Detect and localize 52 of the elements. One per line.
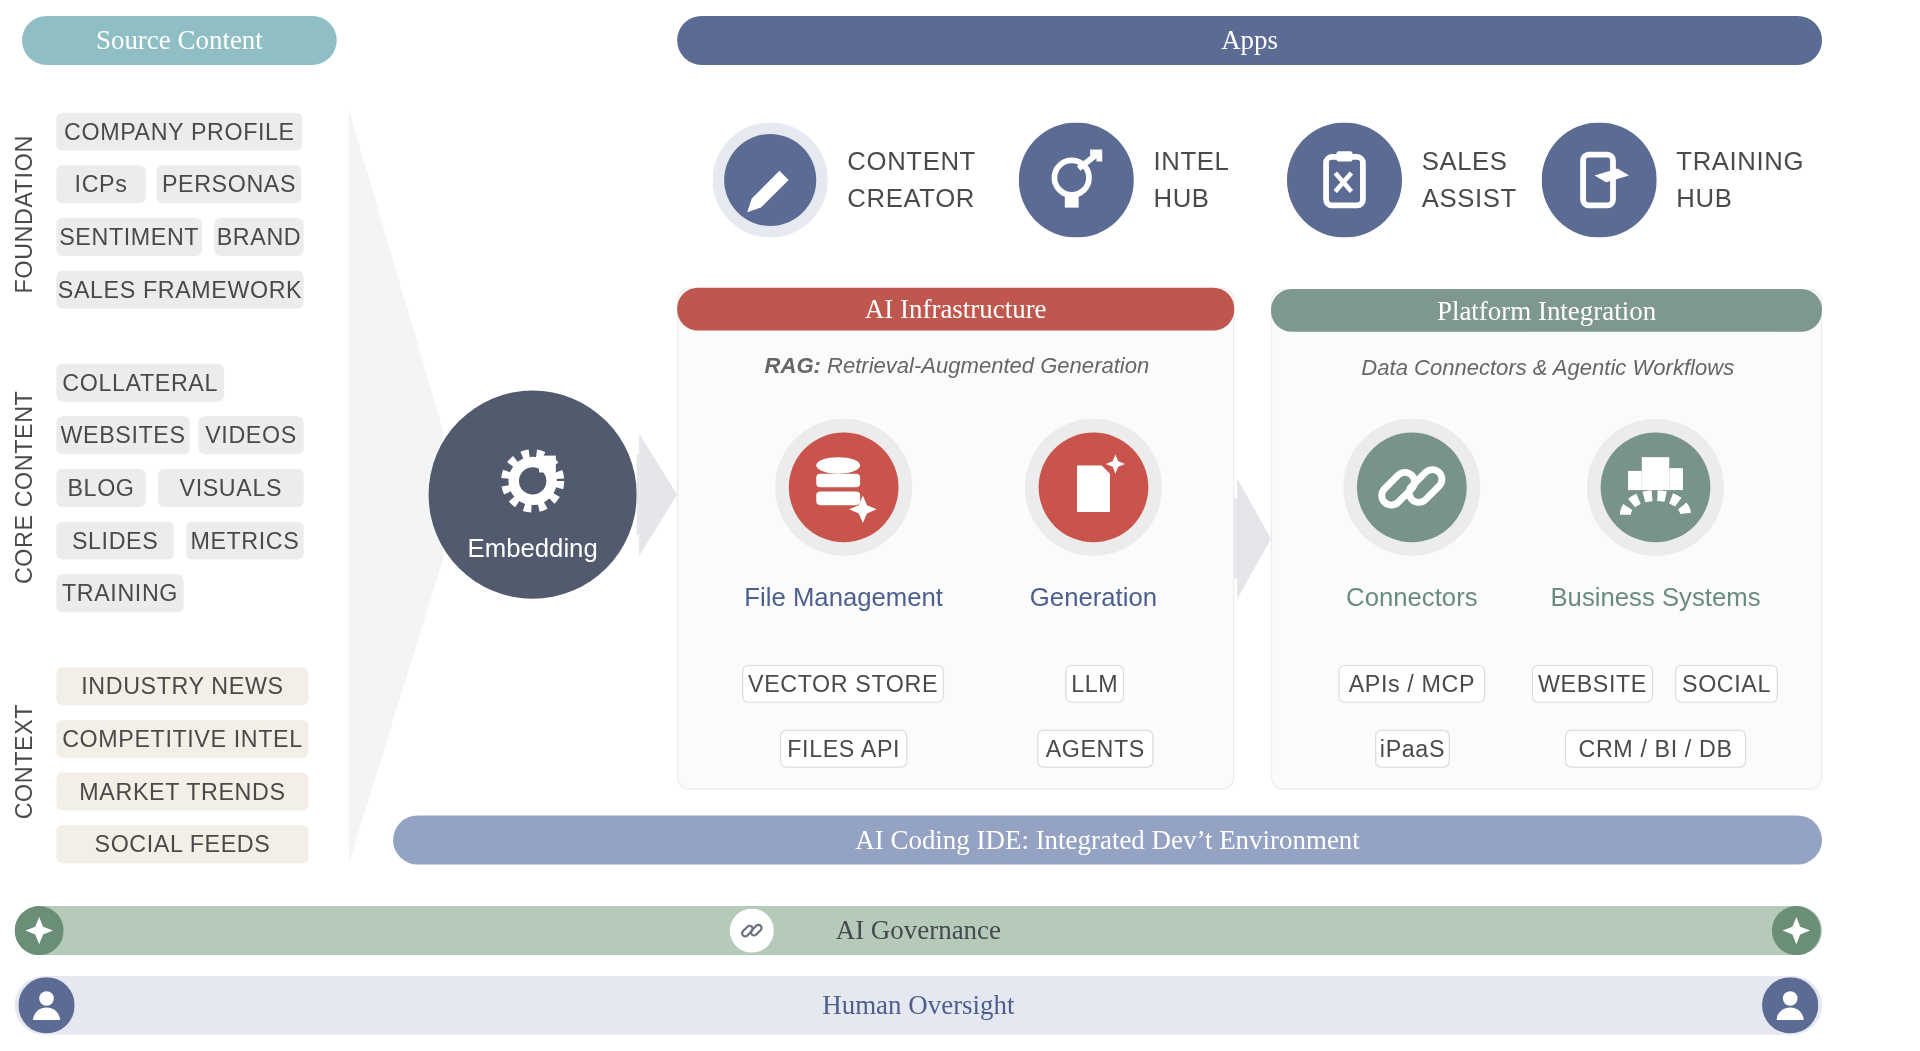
node-label: File Management bbox=[744, 582, 943, 613]
tag: SLIDES bbox=[56, 521, 174, 560]
panel bbox=[677, 287, 1235, 790]
chevron-arrow bbox=[1234, 477, 1271, 600]
app-name: INTEL HUB bbox=[1153, 145, 1229, 214]
tag: BRAND bbox=[214, 217, 304, 256]
tag: VISUALS bbox=[157, 469, 304, 507]
tag: BLOG bbox=[56, 469, 146, 507]
header-banner: Apps bbox=[677, 15, 1823, 65]
panel-subtitle: RAG: Retrieval-Augmented Generation bbox=[763, 353, 1151, 381]
tag: COMPANY PROFILE bbox=[56, 112, 303, 151]
tag: COMPETITIVE INTEL bbox=[56, 720, 309, 758]
panel-header: AI Infrastructure bbox=[677, 287, 1235, 331]
layer-bar: AI Coding IDE: Integrated Dev’t Environment bbox=[393, 815, 1823, 865]
tag: INDUSTRY NEWS bbox=[56, 667, 309, 706]
tag: METRICS bbox=[186, 521, 304, 560]
tag: APIs / MCP bbox=[1338, 664, 1486, 703]
tag: TRAINING bbox=[56, 574, 184, 613]
header-banner: Source Content bbox=[22, 15, 337, 65]
panel-subtitle: Data Connectors & Agentic Workflows bbox=[1360, 355, 1736, 382]
section-label: CONTEXT bbox=[11, 703, 38, 820]
app-name: TRAINING HUB bbox=[1676, 145, 1805, 214]
node-label: Connectors bbox=[1346, 582, 1478, 613]
section-label: CORE CONTENT bbox=[11, 390, 38, 585]
funnel-shape bbox=[349, 110, 444, 864]
tag: WEBSITES bbox=[56, 416, 190, 455]
layer-bar: Human Oversight bbox=[14, 975, 1823, 1035]
tag: SALES FRAMEWORK bbox=[56, 270, 304, 309]
app-name: CONTENT CREATOR bbox=[847, 145, 976, 214]
panel-header: Platform Integration bbox=[1271, 289, 1823, 332]
tag: VECTOR STORE bbox=[742, 664, 945, 703]
node-label: Embedding bbox=[467, 533, 598, 564]
tag: COLLATERAL bbox=[56, 363, 225, 402]
tag: SOCIAL FEEDS bbox=[56, 825, 309, 864]
panel bbox=[1271, 289, 1823, 790]
tag: VIDEOS bbox=[198, 416, 304, 455]
tag: LLM bbox=[1065, 664, 1125, 703]
tag: iPaaS bbox=[1375, 729, 1450, 768]
chevron-arrow bbox=[636, 433, 678, 556]
tag: AGENTS bbox=[1037, 729, 1154, 768]
tag: SENTIMENT bbox=[56, 217, 203, 256]
tag: WEBSITE bbox=[1531, 664, 1654, 703]
tag: FILES API bbox=[780, 729, 908, 768]
tag: ICPs bbox=[56, 165, 146, 204]
tag: MARKET TRENDS bbox=[56, 772, 309, 811]
app-name: SALES ASSIST bbox=[1421, 145, 1517, 214]
tag: PERSONAS bbox=[156, 165, 302, 204]
tag: SOCIAL bbox=[1675, 664, 1778, 703]
section-label: FOUNDATION bbox=[11, 135, 38, 294]
tag: CRM / BI / DB bbox=[1564, 729, 1747, 768]
node-label: Generation bbox=[1029, 582, 1158, 613]
node-label: Business Systems bbox=[1550, 582, 1761, 613]
